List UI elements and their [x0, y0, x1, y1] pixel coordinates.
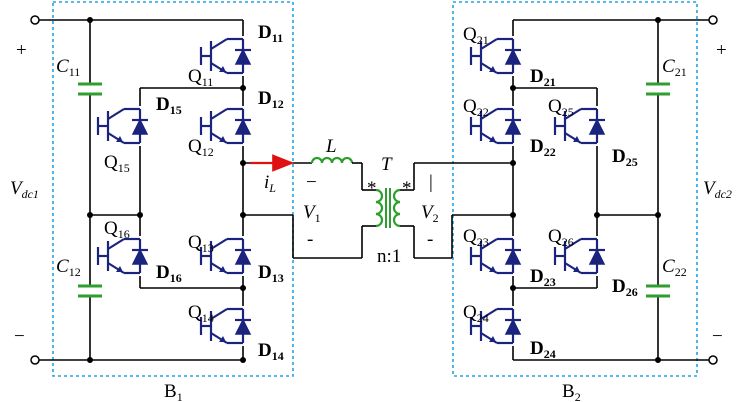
q11-label: Q11: [188, 66, 213, 89]
vdc1-label: Vdc1: [10, 178, 39, 201]
d23-label: D23: [530, 266, 556, 289]
capacitor-c12: [78, 284, 102, 298]
d22-label: D22: [530, 136, 556, 159]
d14-label: D14: [258, 340, 284, 363]
vdc1-plus-sign: +: [16, 40, 27, 61]
vdc2-minus-sign: −: [712, 326, 723, 347]
capacitor-c21: [646, 82, 670, 96]
bridge-b2-label: B2: [562, 381, 581, 402]
q26-label: Q26: [548, 226, 574, 249]
d24-label: D24: [530, 338, 556, 361]
d21-label: D21: [530, 66, 556, 89]
c21-label: C21: [662, 56, 687, 79]
bridge-b1-box: [52, 1, 294, 377]
q25-label: Q25: [548, 96, 574, 119]
terminal-b2-bottom: [708, 355, 718, 365]
c22-label: C22: [662, 256, 687, 279]
inductor-label: L: [325, 136, 337, 157]
capacitor-c11: [78, 82, 102, 96]
c11-label: C11: [56, 56, 80, 79]
d16-label: D16: [156, 262, 182, 285]
terminal-b2-top: [708, 15, 718, 25]
switch-q15: [96, 107, 150, 145]
transformer-label: T: [381, 154, 393, 175]
capacitor-c22: [646, 284, 670, 298]
q15-label: Q15: [104, 152, 130, 175]
bridge-b2-wiring: [512, 19, 710, 361]
current-label: iL: [264, 172, 276, 195]
vdc2-label: Vdc2: [703, 178, 732, 201]
inductor-l: [310, 156, 362, 164]
bridge-b2-box: [452, 1, 698, 377]
d15-label: D15: [156, 94, 182, 117]
v1-label: V1: [303, 202, 321, 225]
v2-label: V2: [421, 202, 439, 225]
q16-label: Q16: [104, 218, 130, 241]
d11-label: D11: [258, 22, 283, 45]
v2-minus-sign: -: [427, 229, 433, 250]
bridge-b1-label: B1: [164, 381, 183, 402]
q13-label: Q13: [188, 232, 214, 255]
v2-plus-sign: |: [429, 172, 433, 193]
q14-label: Q14: [188, 302, 214, 325]
switch-q11: [199, 37, 253, 75]
switch-q16: [96, 237, 150, 275]
terminal-b1-top: [30, 15, 40, 25]
d26-label: D26: [612, 276, 638, 299]
d13-label: D13: [258, 262, 284, 285]
q21-label: Q21: [463, 24, 489, 47]
q22-label: Q22: [463, 96, 489, 119]
terminal-b1-bottom: [30, 355, 40, 365]
d25-label: D25: [612, 146, 638, 169]
v1-plus-sign: −: [306, 172, 317, 193]
dot-primary: *: [367, 178, 377, 199]
vdc2-plus-sign: +: [716, 40, 727, 61]
transformer-t: [361, 162, 513, 259]
c12-label: C12: [56, 256, 81, 279]
turns-ratio-label: n:1: [377, 246, 401, 267]
q12-label: Q12: [188, 136, 214, 159]
vdc1-minus-sign: −: [14, 326, 25, 347]
q23-label: Q23: [463, 226, 489, 249]
v1-minus-sign: -: [307, 229, 313, 250]
dot-secondary: *: [402, 178, 412, 199]
switch-q12: [199, 107, 253, 145]
q24-label: Q24: [463, 302, 489, 325]
d12-label: D12: [258, 88, 284, 111]
